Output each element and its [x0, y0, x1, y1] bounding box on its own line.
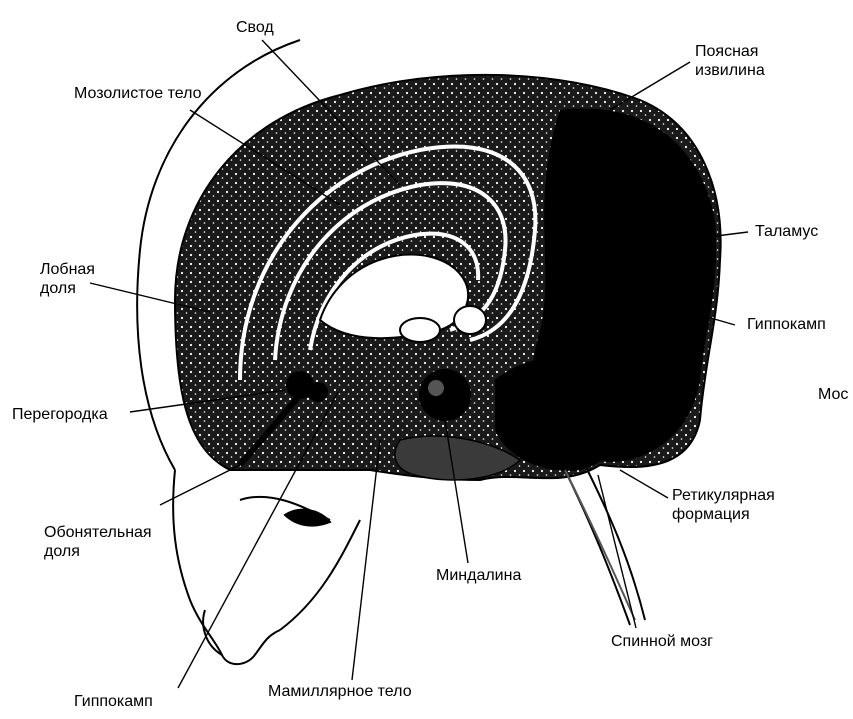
limbic-arcs	[238, 144, 538, 381]
spinal-cord	[559, 454, 646, 626]
label-cut-mos: Мос	[818, 386, 849, 403]
inner-structures	[318, 253, 487, 343]
label-svod: Свод	[236, 19, 274, 36]
label-cingulate-gyrus: Поясная извилина	[695, 43, 765, 79]
label-hippocampus-right: Гиппокамп	[747, 316, 826, 333]
olfactory-tract	[237, 393, 303, 467]
leader-lines	[89, 39, 749, 689]
nuclei	[286, 369, 471, 421]
label-septum: Перегородка	[12, 406, 108, 423]
label-spinal-cord: Спинной мозг	[611, 633, 713, 650]
label-olfactory-lobe: Обонятельная доля	[44, 524, 152, 560]
label-amygdala: Миндалина	[436, 567, 522, 584]
head-outline	[136, 39, 361, 666]
label-mammillary-body: Мамиллярное тело	[268, 683, 412, 700]
label-frontal-lobe: Лобная доля	[40, 261, 95, 297]
label-reticular-formation: Ретикулярная формация	[672, 487, 775, 523]
label-thalamus: Таламус	[755, 223, 819, 240]
label-hippocampus-bottom: Гиппокамп	[74, 693, 153, 710]
label-corpus-callosum: Мозолистое тело	[74, 85, 202, 102]
